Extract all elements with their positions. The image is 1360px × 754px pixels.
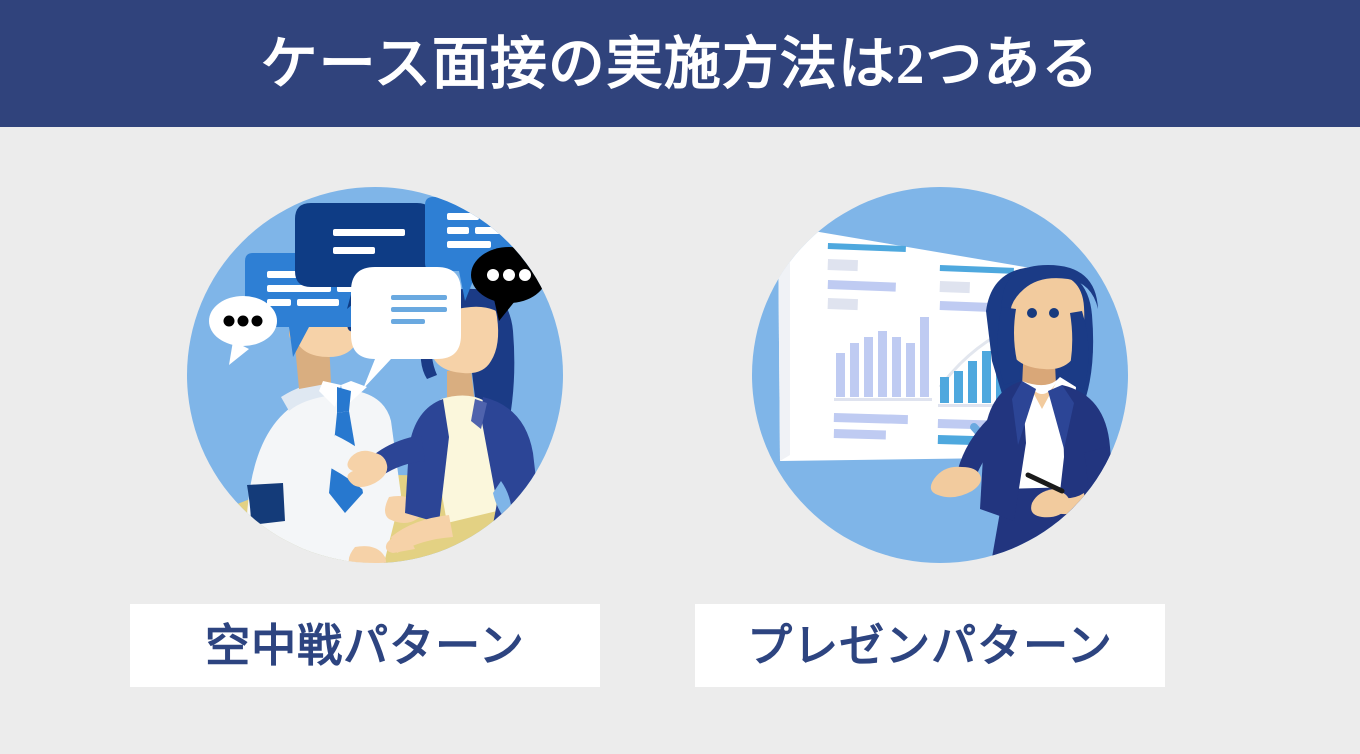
header-banner: ケース面接の実施方法は2つある <box>0 0 1360 127</box>
label-plate-presentation: プレゼンパターン <box>695 604 1165 687</box>
panel-label-presentation: プレゼンパターン <box>747 620 1113 671</box>
panel-label-air-battle: 空中戦パターン <box>205 620 525 671</box>
panel-presentation: プレゼンパターン <box>670 127 1230 754</box>
speech-bubble-white-dots <box>209 296 277 365</box>
speech-bubble-white-center <box>351 267 461 389</box>
woman-presenting-whiteboard-illustration <box>750 185 1130 565</box>
two-people-discussion-illustration <box>185 185 565 565</box>
label-plate-air-battle: 空中戦パターン <box>130 604 600 687</box>
content-stage: 空中戦パターン <box>0 127 1360 754</box>
panel-air-battle: 空中戦パターン <box>105 127 665 754</box>
page-title: ケース面接の実施方法は2つある <box>260 33 1100 96</box>
